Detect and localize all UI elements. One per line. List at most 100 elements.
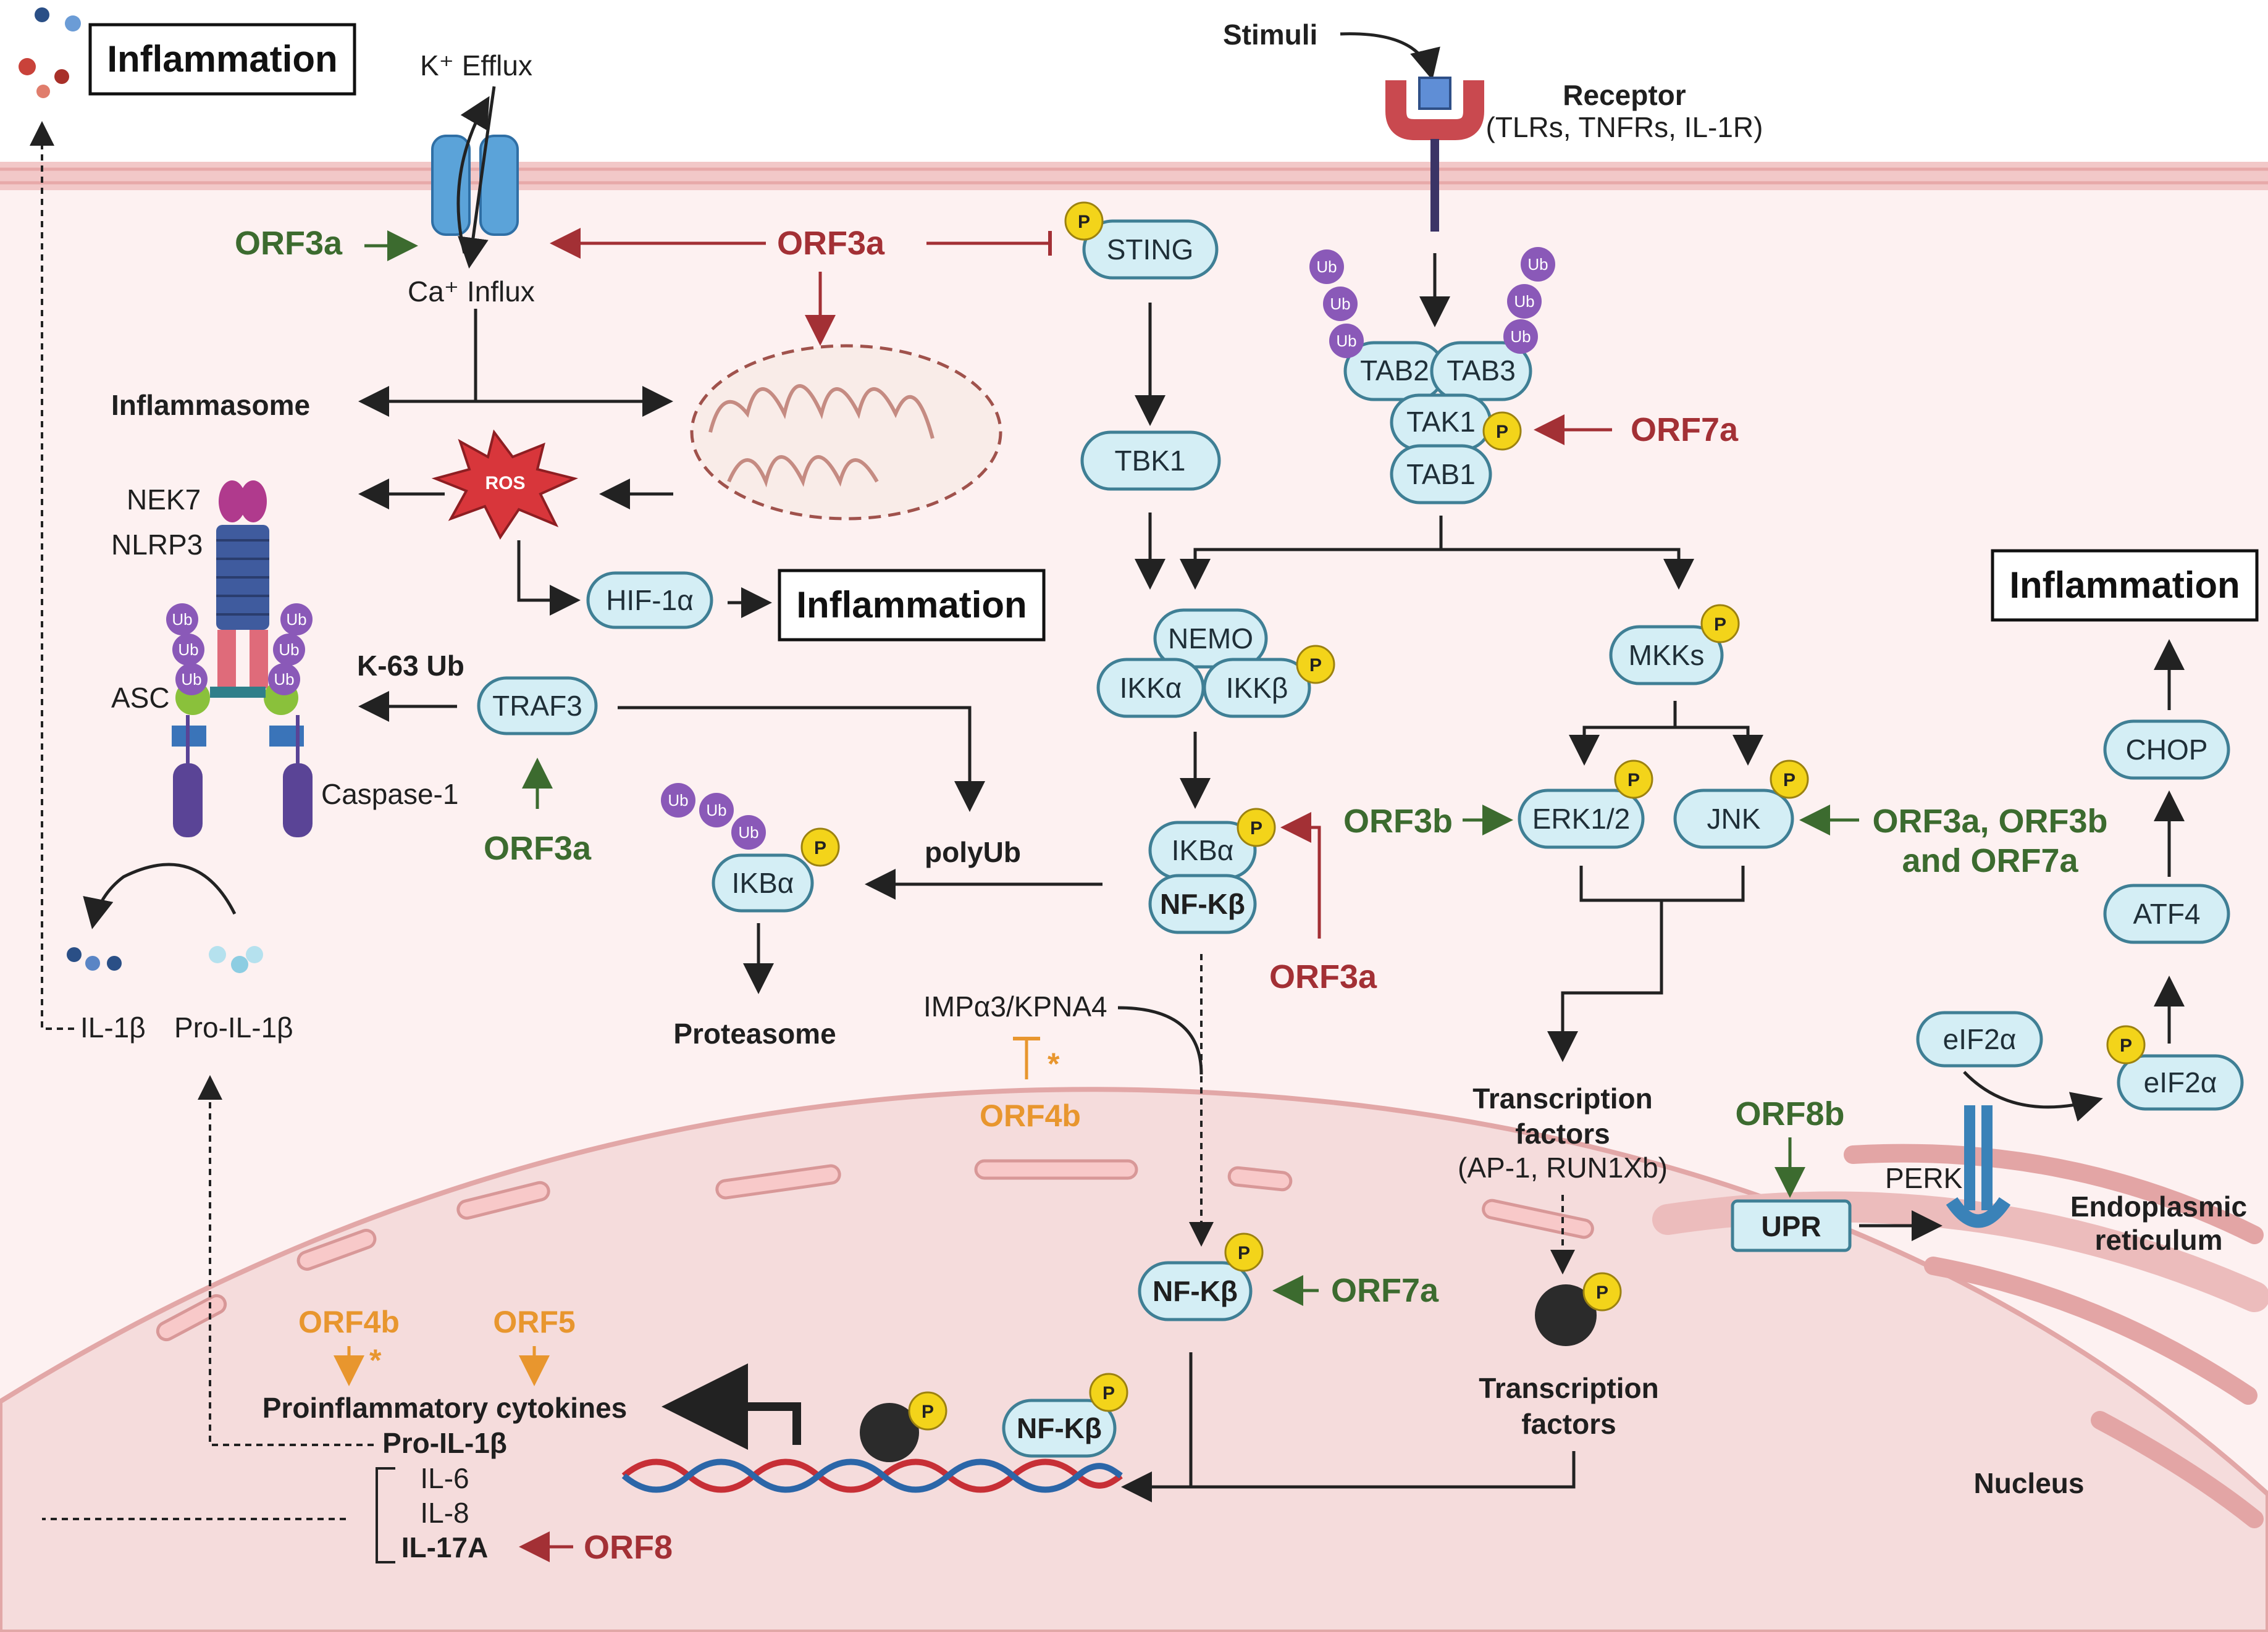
k63-ub-label: K-63 Ub xyxy=(357,650,464,682)
tab1-label: TAB1 xyxy=(1406,458,1476,490)
er-label-line2: reticulum xyxy=(2094,1224,2222,1256)
erk-phospho: P xyxy=(1628,770,1640,790)
tak1-phospho: P xyxy=(1496,422,1508,442)
orf3a-ion-channel-label: ORF3a xyxy=(235,225,343,262)
tak1-label: TAK1 xyxy=(1406,406,1476,438)
ros-burst-icon xyxy=(431,429,579,540)
plasma-membrane xyxy=(0,162,2268,190)
nuclear-pro-il1b-label: Pro-IL-1β xyxy=(382,1427,507,1459)
inflammation-box-right xyxy=(1991,549,2259,622)
sting-label: STING xyxy=(1107,233,1194,266)
orf3a-traf3-label: ORF3a xyxy=(484,830,592,867)
proteasome-label: Proteasome xyxy=(673,1018,836,1050)
ub-ikba-2: Ub xyxy=(706,801,726,819)
nuclear-envelope-pores xyxy=(156,1159,1594,1342)
nfkb-protein xyxy=(1148,874,1257,934)
tab3-label: TAB3 xyxy=(1447,354,1516,387)
tf-title-line1: Transcription xyxy=(1472,1082,1652,1115)
mkks-label: MKKs xyxy=(1629,639,1705,671)
orf8b-label: ORF8b xyxy=(1735,1095,1844,1132)
ikba-ubiquitin-chain xyxy=(661,783,766,850)
mkks-phospho: P xyxy=(1714,614,1726,635)
tbk1-protein xyxy=(1080,430,1221,491)
inflammation-box-topleft xyxy=(88,23,356,96)
ikba-degradation-phospho: P xyxy=(814,838,826,858)
orf3a-center-label: ORF3a xyxy=(777,225,885,262)
traf3-label: TRAF3 xyxy=(492,690,582,722)
nfkb-label: NF-Kβ xyxy=(1160,888,1245,920)
ub-tab-right-3: Ub xyxy=(1510,327,1531,346)
orf7a-tak1-label: ORF7a xyxy=(1631,411,1739,448)
nucleus-label: Nucleus xyxy=(1974,1467,2085,1499)
chop-protein xyxy=(2103,719,2230,780)
polyub-label: polyUb xyxy=(925,836,1021,868)
ion-channel-icon xyxy=(431,86,519,269)
nuclear-tf-phospho: P xyxy=(1596,1283,1608,1303)
ub-tab-left-2: Ub xyxy=(1330,295,1350,313)
ub-tab-right-2: Ub xyxy=(1514,292,1534,311)
orf3b-erk-label: ORF3b xyxy=(1343,803,1453,840)
asc-label: ASC xyxy=(111,682,170,714)
nuclear-tf-icon xyxy=(1535,1284,1597,1346)
nuclear-nfkb-label: NF-Kβ xyxy=(1153,1275,1238,1307)
ub-ikba-3: Ub xyxy=(738,823,758,842)
dna-bound-tf-icon xyxy=(860,1403,919,1462)
ikba-label: IKBα xyxy=(1172,834,1234,866)
ikba-phospho: P xyxy=(1250,818,1262,839)
atf4-protein xyxy=(2103,884,2230,944)
orf4b-impa3-asterisk: * xyxy=(1048,1047,1060,1081)
il8-label: IL-8 xyxy=(420,1497,469,1529)
tab-ubiquitin-chains xyxy=(1309,247,1555,358)
mitochondrion xyxy=(690,344,1002,521)
inflammation-label-middle: Inflammation xyxy=(796,584,1027,626)
nuclear-nfkb-phospho: P xyxy=(1238,1243,1250,1263)
ub-inflammasome-right-1: Ub xyxy=(286,610,306,629)
ub-inflammasome-right-2: Ub xyxy=(279,640,299,659)
ikkb-protein xyxy=(1203,658,1311,718)
tab1-protein xyxy=(1390,444,1492,504)
ca-influx-label: Ca⁺ Influx xyxy=(408,275,535,308)
sting-protein xyxy=(1082,219,1219,280)
dna-helix-icon xyxy=(621,1458,1123,1493)
dna-bound-nfkb-protein xyxy=(1002,1399,1117,1458)
inflammasome-ubiquitin-right xyxy=(268,603,313,695)
il1b-molecules-icon xyxy=(67,946,263,973)
ub-inflammasome-left-1: Ub xyxy=(172,610,192,629)
nuclear-nfkb-protein xyxy=(1138,1261,1253,1321)
dna-nfkb-label: NF-Kβ xyxy=(1017,1412,1102,1444)
ub-inflammasome-left-2: Ub xyxy=(178,640,198,659)
jnk-label: JNK xyxy=(1707,803,1761,835)
impa3-label: IMPα3/KPNA4 xyxy=(923,990,1107,1023)
pro-il1b-label: Pro-IL-1β xyxy=(174,1011,293,1044)
nek7-label: NEK7 xyxy=(127,483,201,516)
orf3a-orf3b-jnk-label: ORF3a, ORF3b xyxy=(1872,803,2107,840)
receptor-icon xyxy=(1385,77,1484,232)
inflammation-box-middle xyxy=(778,569,1046,642)
inflammasome-ubiquitin-left xyxy=(166,603,208,695)
caspase1-label: Caspase-1 xyxy=(321,778,458,810)
orf4b-cytokine-asterisk: * xyxy=(369,1343,382,1378)
orf5-label: ORF5 xyxy=(493,1305,575,1339)
stimuli-arrow xyxy=(1340,32,1440,80)
orf8-label: ORF8 xyxy=(584,1529,673,1566)
eif2a-label: eIF2α xyxy=(1943,1023,2017,1055)
il6-label: IL-6 xyxy=(420,1462,469,1494)
atf4-label: ATF4 xyxy=(2133,898,2200,930)
er-label-line1: Endoplasmic xyxy=(2070,1191,2247,1223)
tbk1-label: TBK1 xyxy=(1114,445,1185,477)
mkks-protein xyxy=(1609,625,1724,685)
orf7a-jnk-label: and ORF7a xyxy=(1902,842,2078,879)
dna-tf-phospho: P xyxy=(922,1402,934,1422)
inflammation-label-topleft: Inflammation xyxy=(107,38,337,80)
ikkb-label: IKKβ xyxy=(1226,672,1288,704)
orf3a-ikba-label: ORF3a xyxy=(1269,958,1377,995)
ikka-label: IKKα xyxy=(1120,672,1182,704)
nemo-protein xyxy=(1153,608,1268,669)
ub-tab-right-1: Ub xyxy=(1527,255,1548,274)
orf7a-nfkb-label: ORF7a xyxy=(1331,1272,1439,1309)
hif1a-protein xyxy=(586,571,713,629)
il1b-label: IL-1β xyxy=(80,1011,146,1044)
inflammasome-title: Inflammasome xyxy=(111,389,310,421)
ub-ikba-1: Ub xyxy=(668,791,688,810)
traf3-protein xyxy=(477,676,598,735)
